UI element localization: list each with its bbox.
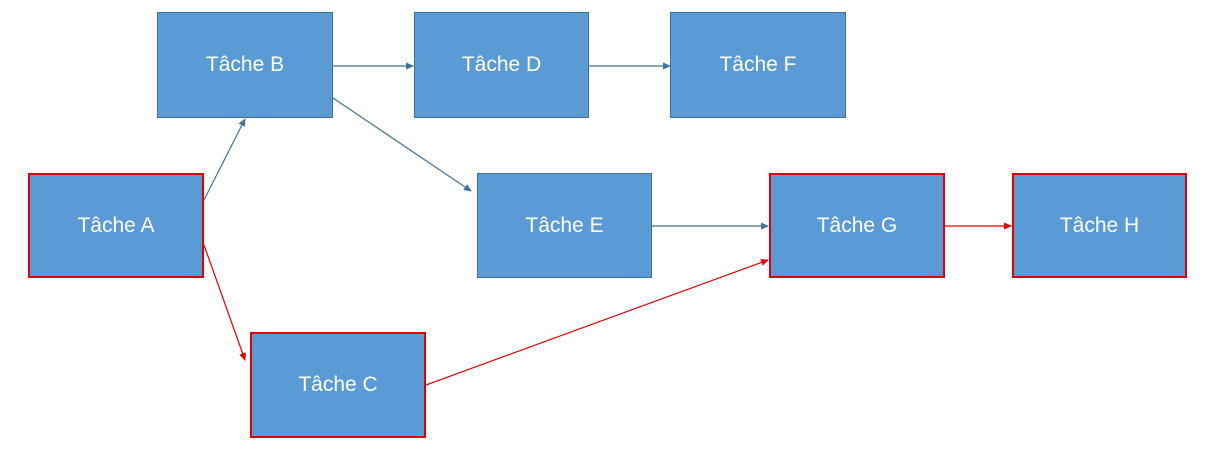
task-a-label: Tâche A: [77, 213, 155, 237]
task-h-label: Tâche H: [1059, 213, 1140, 237]
task-c-label: Tâche C: [298, 373, 378, 396]
task-b-label: Tâche B: [205, 53, 285, 76]
task-d-label: Tâche D: [461, 53, 542, 76]
arrow-b-to-e: [332, 97, 472, 192]
arrow-a-to-c: [203, 244, 246, 361]
task-g-box: Tâche G: [769, 173, 945, 278]
arrow-a-to-b: [203, 118, 246, 201]
task-g-label: Tâche G: [816, 213, 898, 237]
task-b-box: Tâche B: [157, 12, 333, 118]
task-c-box: Tâche C: [250, 332, 426, 438]
task-a-box: Tâche A: [28, 173, 204, 278]
task-f-label: Tâche F: [719, 53, 797, 76]
task-e-label: Tâche E: [525, 213, 604, 237]
task-f-box: Tâche F: [670, 12, 846, 118]
arrow-c-to-g: [425, 259, 769, 386]
task-h-box: Tâche H: [1012, 173, 1187, 278]
task-e-box: Tâche E: [477, 173, 652, 278]
task-d-box: Tâche D: [414, 12, 589, 118]
